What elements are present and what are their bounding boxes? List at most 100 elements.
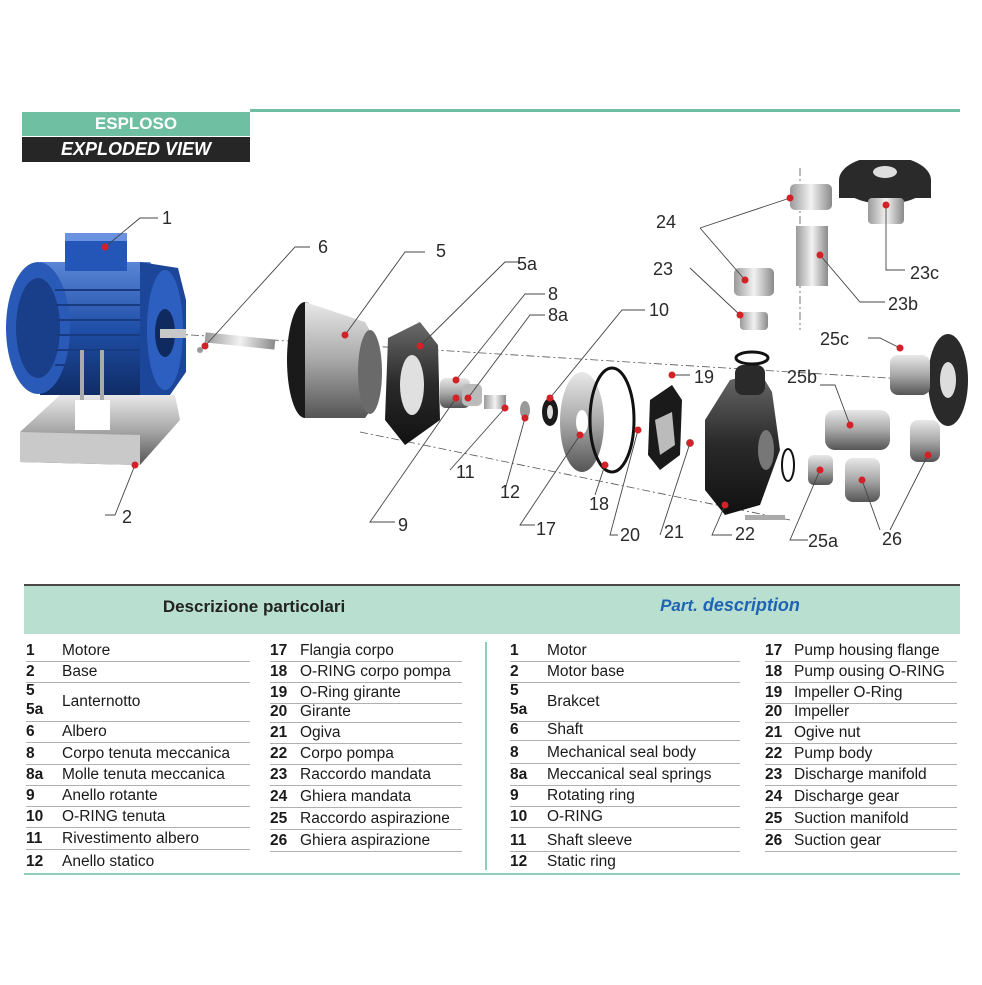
discharge-fittings-parts: [734, 160, 931, 330]
table-top-rule: [24, 584, 960, 586]
part-number: 11: [510, 832, 527, 849]
pump-body-part: [705, 350, 795, 520]
part-description: Flangia corpo: [300, 642, 394, 659]
callout-22: 22: [735, 524, 756, 544]
part-description: Molle tenuta meccanica: [62, 766, 225, 783]
exploded-view-diagram: [6, 160, 968, 541]
table-row: 17 Flangia corpo: [270, 640, 462, 662]
part-number: 12: [26, 853, 44, 870]
part-description: Pump body: [794, 745, 873, 762]
part-description: Meccanical seal springs: [547, 766, 712, 783]
part-description: Anello statico: [62, 853, 155, 870]
part-description: Albero: [62, 723, 107, 740]
part-number: 23: [765, 766, 783, 783]
part-description: O-RING corpo pompa: [300, 663, 451, 680]
table-row: 12 Static ring: [510, 851, 740, 872]
callout-23b: 23b: [888, 294, 919, 314]
table-heading-english: Part. description: [520, 595, 940, 616]
part-number: 5 5a: [26, 682, 44, 718]
housing-flange-part: [560, 366, 636, 474]
part-description: Corpo pompa: [300, 745, 394, 762]
callout-25b: 25b: [787, 367, 818, 387]
part-number: 26: [270, 832, 288, 849]
part-description: Rotating ring: [547, 787, 635, 804]
part-number: 18: [270, 663, 288, 680]
callout-2: 2: [122, 507, 133, 527]
part-number: 17: [270, 642, 288, 659]
callout-25c: 25c: [820, 329, 850, 349]
part-number: 19: [270, 684, 288, 701]
part-description: Ogive nut: [794, 724, 861, 741]
part-number: 9: [510, 787, 519, 804]
callout-11: 11: [456, 462, 475, 482]
part-number: 10: [510, 808, 528, 825]
heading-en-main: description: [702, 595, 800, 615]
part-description: Ghiera aspirazione: [300, 832, 431, 849]
callout-5: 5: [436, 241, 447, 261]
callout-12: 12: [500, 482, 521, 502]
part-description: Discharge gear: [794, 788, 900, 805]
callout-9: 9: [398, 515, 409, 535]
title-italian: ESPLOSO: [22, 112, 250, 136]
part-number: 25: [270, 810, 288, 827]
part-number: 21: [270, 724, 288, 741]
part-number: 22: [765, 745, 783, 762]
part-description: O-RING tenuta: [62, 808, 166, 825]
callout-18: 18: [589, 494, 610, 514]
table-row: 24 Discharge gear: [765, 786, 957, 808]
part-description: Shaft sleeve: [547, 832, 633, 849]
heading-en-prefix: Part.: [660, 596, 698, 615]
table-row: 11 Shaft sleeve: [510, 830, 740, 852]
part-description: Mechanical seal body: [547, 744, 697, 761]
part-description: Motore: [62, 642, 111, 659]
part-number: 25: [765, 810, 783, 827]
suction-fittings-parts: [808, 334, 968, 502]
callout-6: 6: [318, 237, 329, 257]
part-number: 8a: [26, 766, 44, 783]
impeller-part: [648, 385, 694, 470]
lantern-bracket-part: [287, 302, 382, 418]
bracket-flange-part: [385, 322, 440, 445]
part-number: 20: [765, 703, 783, 720]
part-number: 12: [510, 853, 528, 870]
table-bottom-rule: [24, 873, 960, 875]
part-description: Base: [62, 663, 98, 680]
callout-8a: 8a: [548, 305, 569, 325]
mechanical-seal-parts: [440, 378, 558, 426]
callout-20: 20: [620, 525, 641, 545]
table-row: 9 Anello rotante: [26, 785, 250, 807]
part-description: Impeller O-Ring: [794, 684, 903, 701]
part-description: Ghiera mandata: [300, 788, 412, 805]
part-number: 24: [765, 788, 783, 805]
part-number: 9: [26, 787, 35, 804]
table-row: 18 O-RING corpo pompa: [270, 661, 462, 683]
callout-25a: 25a: [808, 531, 839, 551]
part-description: Static ring: [547, 853, 616, 870]
callout-26: 26: [882, 529, 903, 549]
part-description: Anello rotante: [62, 787, 158, 804]
part-description: Brakcet: [547, 693, 600, 710]
motor-base-part: [20, 350, 180, 465]
callout-8: 8: [548, 284, 559, 304]
callout-19: 19: [694, 367, 715, 387]
part-number: 5 5a: [510, 682, 528, 718]
part-description: Motor: [547, 642, 587, 659]
callout-17: 17: [536, 519, 557, 539]
callout-5a: 5a: [517, 254, 538, 274]
